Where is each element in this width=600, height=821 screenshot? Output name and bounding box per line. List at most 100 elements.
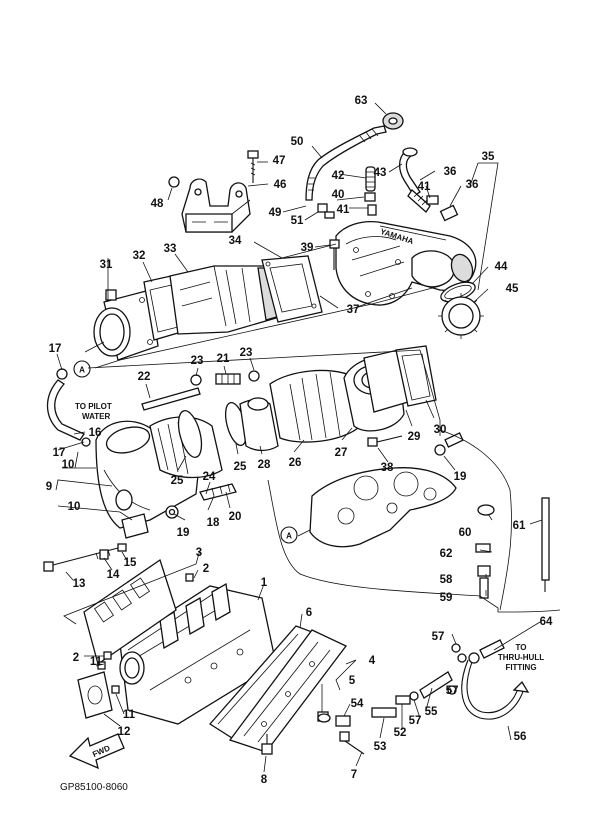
callout-45: 45 [506,283,519,295]
part-4-plate [228,629,348,753]
callout-51: 51 [291,215,304,227]
part-49-51-bolt [317,203,335,219]
callout-56: 56 [514,731,527,743]
fwd-arrow-icon [68,733,125,770]
callout-48: 48 [151,198,164,210]
callout-36: 36 [466,179,479,191]
callout-20: 20 [229,511,242,523]
part-46-bracket [181,178,251,233]
part-48-nut [168,176,180,188]
part-47-bolt [247,150,259,183]
part-53-hose [371,707,397,718]
callout-38: 38 [381,462,394,474]
part-5-washer [317,713,331,723]
callout-41: 41 [337,204,350,216]
part-34-gasket [261,255,323,323]
callouts: 1 2 2 3 4 5 6 7 8 9 10 10 11 11 12 13 14… [46,95,553,786]
callout-25: 25 [234,461,247,473]
part-8-bolt [261,734,273,755]
callout-57: 57 [409,715,422,727]
callout-4: 4 [369,655,376,667]
callout-15: 15 [124,557,137,569]
part-55-fitting [419,671,453,699]
part-60-cap [477,504,495,516]
callout-53: 53 [374,741,387,753]
part-19-nut-left [165,505,179,519]
note-to-pilot-water: TO PILOT WATER [75,402,112,421]
part-58-59-fitting [477,565,491,599]
part-23-clamps [190,370,260,386]
callout-60: 60 [459,527,472,539]
callout-17: 17 [53,447,66,459]
callout-19: 19 [177,527,190,539]
part-40-41-fittings [364,192,459,222]
part-61-tube [541,497,550,592]
callout-22: 22 [138,371,151,383]
part-drawings [43,112,550,770]
callout-23: 23 [240,347,253,359]
callout-58: 58 [440,574,453,586]
callout-63: 63 [355,95,368,107]
callout-11: 11 [90,656,103,668]
callout-24: 24 [203,471,216,483]
part-42-hose [365,166,376,192]
callout-29: 29 [408,431,421,443]
part-50-hose [305,125,387,201]
part-hose-spring [444,432,464,448]
callout-43: 43 [374,167,387,179]
callout-10: 10 [68,501,81,513]
callout-18: 18 [207,517,220,529]
callout-59: 59 [440,592,453,604]
part-64-joint [468,639,505,664]
callout-10: 10 [62,459,75,471]
callout-52: 52 [394,727,407,739]
part-38-bolt [367,435,403,447]
part-35-exhaust-chamber [335,220,477,306]
callout-13: 13 [73,578,86,590]
part-62-nut [475,543,491,553]
callout-9: 9 [46,481,52,493]
callout-46: 46 [274,179,287,191]
leader-lines [55,102,561,773]
callout-2: 2 [203,563,209,575]
callout-1: 1 [261,577,268,589]
callout-54: 54 [351,698,364,710]
svg-text:TO: TO [516,643,527,652]
svg-text:A: A [79,366,85,375]
part-19-nut-right [434,444,446,456]
callout-55: 55 [425,706,438,718]
part-29-30-gaskets [363,345,437,413]
callout-41: 41 [418,181,431,193]
callout-39: 39 [301,242,314,254]
part-cylinder-outline [309,467,457,548]
callout-27: 27 [335,447,348,459]
part-43-hose [398,147,431,213]
callout-35: 35 [482,151,495,163]
callout-21: 21 [217,353,230,365]
callout-19: 19 [454,471,467,483]
callout-5: 5 [349,675,356,687]
ref-a-upper: A [73,360,91,378]
part-52-hose [395,695,411,705]
callout-44: 44 [495,261,508,273]
part-17-clamp-lower [81,437,91,447]
callout-34: 34 [229,235,242,247]
callout-23: 23 [191,355,204,367]
callout-30: 30 [434,424,447,436]
part-56-hose [461,659,530,720]
svg-text:THRU-HULL: THRU-HULL [498,653,544,662]
callout-49: 49 [269,207,282,219]
part-16-hose [46,379,85,441]
callout-28: 28 [258,459,271,471]
part-2-11-bolts [97,573,194,694]
svg-text:FITTING: FITTING [505,663,536,672]
callout-62: 62 [440,548,453,560]
svg-text:WATER: WATER [82,412,111,421]
part-31-muffler-joint [93,289,159,361]
part-22-pipe [141,387,201,411]
svg-text:TO PILOT: TO PILOT [75,402,112,411]
callout-57: 57 [432,631,445,643]
callout-3: 3 [196,547,202,559]
callout-8: 8 [261,774,268,786]
